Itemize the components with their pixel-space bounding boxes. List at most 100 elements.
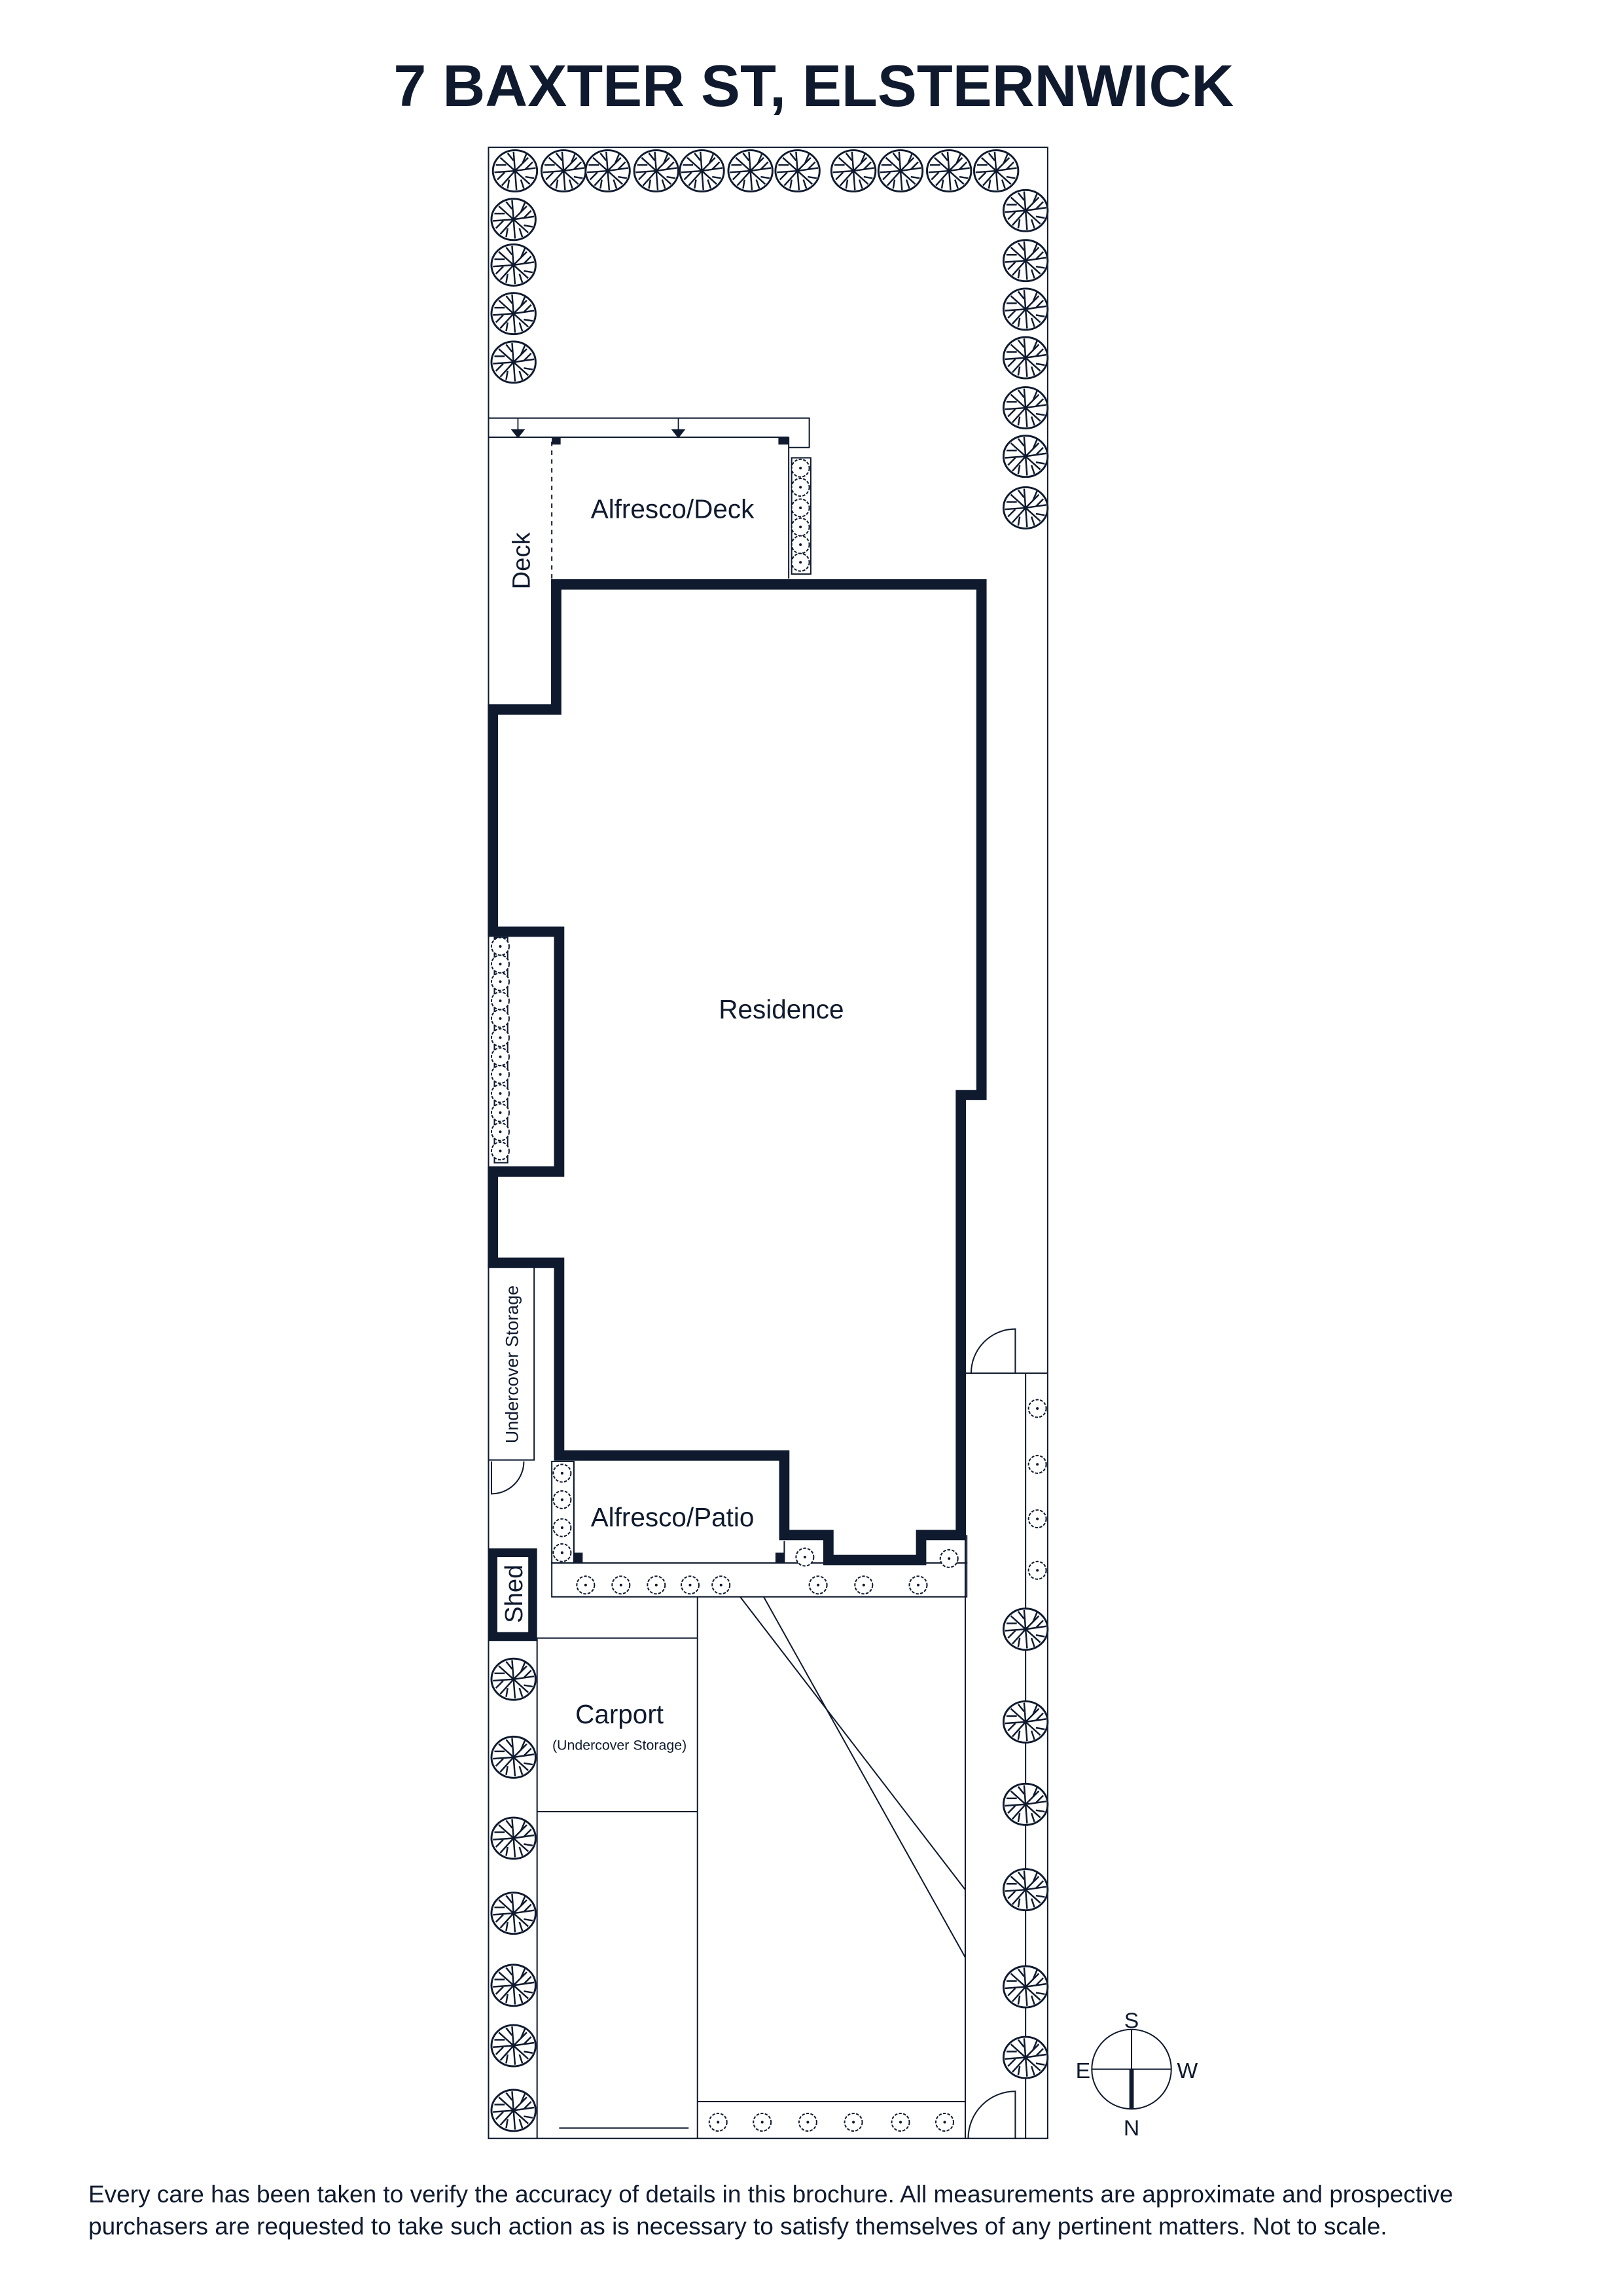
tree-icon <box>1002 239 1049 283</box>
tree-icon <box>1002 1607 1049 1651</box>
shrub-icon <box>798 2112 817 2132</box>
shrub-icon <box>1027 1454 1047 1475</box>
shrub-icon <box>647 1575 666 1595</box>
arrow-icon <box>510 418 526 439</box>
tree-icon <box>1002 1868 1049 1912</box>
shrub-icon <box>680 1575 700 1595</box>
tree-icon <box>727 149 774 192</box>
alfresco-deck-area: Alfresco/Deck Deck <box>507 437 812 589</box>
shrub-icon <box>552 1490 572 1509</box>
shrub-icon <box>1027 1399 1047 1418</box>
shrub-icon <box>791 498 810 518</box>
shrub-icon <box>844 2112 863 2132</box>
tree-icon <box>1002 386 1049 429</box>
shrub-icon <box>791 552 810 572</box>
disclaimer-line-2: purchasers are requested to take such ac… <box>88 2213 1387 2240</box>
shrub-icon <box>791 517 810 537</box>
property-boundary <box>488 147 1048 2140</box>
shrub-icon <box>791 458 810 478</box>
shrub-icon <box>908 1575 928 1595</box>
tree-icon <box>490 1964 537 2007</box>
tree-icon <box>491 149 539 192</box>
tree-icon <box>774 149 821 192</box>
shrub-icon <box>552 1463 572 1483</box>
tree-icon <box>1002 1700 1049 1744</box>
tree-icon <box>1002 287 1049 331</box>
shrub-icon <box>490 1141 510 1161</box>
shrub-icon <box>795 1547 815 1567</box>
tree-icon <box>490 1892 537 1935</box>
compass-south: S <box>1124 2009 1139 2034</box>
shrub-icon <box>891 2112 910 2132</box>
room-label-undercover-storage: Undercover Storage <box>502 1285 522 1443</box>
room-label-alfresco-patio: Alfresco/Patio <box>591 1502 755 1532</box>
residence-outline <box>488 579 987 1566</box>
tree-icon <box>877 149 924 192</box>
disclaimer-line-1: Every care has been taken to verify the … <box>88 2181 1454 2208</box>
shrub-icon <box>490 937 510 956</box>
tree-icon <box>633 149 679 192</box>
shrub-icon <box>490 1047 510 1067</box>
tree-icon <box>490 1735 537 1779</box>
shrub-icon <box>576 1575 596 1595</box>
garden-path <box>697 1328 1048 2139</box>
shrub-icon <box>490 972 510 992</box>
shrub-icon <box>490 1103 510 1122</box>
tree-icon <box>490 243 537 287</box>
door-icon <box>970 1328 1016 1374</box>
shrub-icon <box>490 991 510 1011</box>
shrub-icon <box>791 477 810 497</box>
door-icon <box>490 1461 525 1495</box>
room-label-residence: Residence <box>719 994 844 1024</box>
shed <box>488 1548 537 1641</box>
shrub-icon <box>854 1575 874 1595</box>
shrub-icon <box>808 1575 828 1595</box>
tree-icon <box>1002 336 1049 380</box>
room-label-carport: Carport <box>575 1699 664 1729</box>
shrub-icon <box>1027 1560 1047 1580</box>
tree-icon <box>926 149 972 192</box>
tree-icon <box>1002 1782 1049 1826</box>
tree-icon <box>1002 486 1049 529</box>
shrub-icon <box>753 2112 772 2132</box>
shrub-icon <box>490 1084 510 1103</box>
door-icon <box>967 2090 1016 2139</box>
room-label-carport-sub: (Undercover Storage) <box>552 1738 687 1753</box>
tree-icon <box>490 292 537 336</box>
tree-icon <box>1002 2036 1049 2079</box>
shrub-icon <box>552 1518 572 1537</box>
disclaimer: Every care has been taken to verify the … <box>88 2178 1567 2242</box>
tree-icon <box>540 149 587 192</box>
tree-icon <box>1002 1965 1049 2009</box>
shrub-icon <box>791 535 810 554</box>
tree-icon <box>679 149 725 192</box>
shrub-icon <box>708 2112 728 2132</box>
arrow-icon <box>671 418 686 439</box>
shrub-icon <box>611 1575 631 1595</box>
tree-icon <box>1002 435 1049 478</box>
compass-east: E <box>1076 2058 1091 2083</box>
page-title: 7 BAXTER ST, ELSTERNWICK <box>393 54 1234 119</box>
tree-icon <box>972 149 1020 192</box>
shrub-icon <box>552 1543 572 1562</box>
shrub-icon <box>711 1575 731 1595</box>
tree-icon <box>490 198 537 242</box>
tree-icon <box>490 1816 537 1860</box>
tree-icon <box>490 340 537 384</box>
alfresco-patio-area: Alfresco/Patio <box>551 1460 968 1598</box>
pergola <box>488 417 810 448</box>
tree-icon <box>830 149 877 192</box>
shrub-icon <box>490 1064 510 1085</box>
room-label-deck: Deck <box>507 531 535 589</box>
shrub-icon <box>939 1549 959 1568</box>
compass-north: N <box>1124 2116 1139 2141</box>
shrub-icon <box>490 954 510 974</box>
shrub-icon <box>490 1009 510 1028</box>
shrub-icon <box>490 1028 510 1047</box>
compass: S E W N <box>1076 2009 1198 2141</box>
tree-icon <box>490 2089 537 2132</box>
tree-icon <box>1002 188 1049 232</box>
shrub-icon <box>490 1122 510 1141</box>
compass-west: W <box>1177 2058 1198 2083</box>
